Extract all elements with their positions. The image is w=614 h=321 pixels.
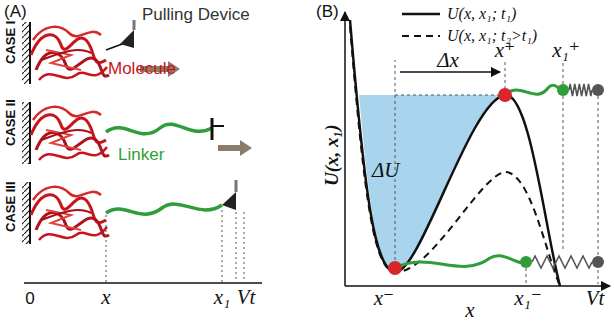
label: x⁻ <box>374 288 394 309</box>
label: CASE II <box>4 99 17 146</box>
label: x₁⁻ <box>514 288 542 309</box>
label: CASE I <box>4 21 17 64</box>
label: Pulling Device <box>142 6 250 23</box>
label: (A) <box>4 3 27 20</box>
label: Molecule <box>108 60 176 77</box>
label: x <box>101 287 110 308</box>
label: Linker <box>118 146 164 163</box>
label: CASE III <box>4 181 17 232</box>
label: Vt <box>586 288 605 309</box>
label: Δx <box>437 50 459 71</box>
label: (B) <box>316 3 339 20</box>
label: Vt <box>237 287 256 308</box>
legend-text: U(x, x₁; t₁) <box>447 6 516 22</box>
label: ΔU <box>372 160 400 181</box>
label: x₁⁺ <box>552 40 580 61</box>
spring-coil <box>569 84 592 96</box>
label: U(x, x₁) <box>322 125 341 187</box>
label: x <box>465 300 474 321</box>
legend-text: U(x, x₁; t₂>t₁) <box>447 28 537 44</box>
label: x₁ <box>214 287 231 308</box>
spring-coil <box>532 256 592 268</box>
label: 0 <box>25 290 34 307</box>
